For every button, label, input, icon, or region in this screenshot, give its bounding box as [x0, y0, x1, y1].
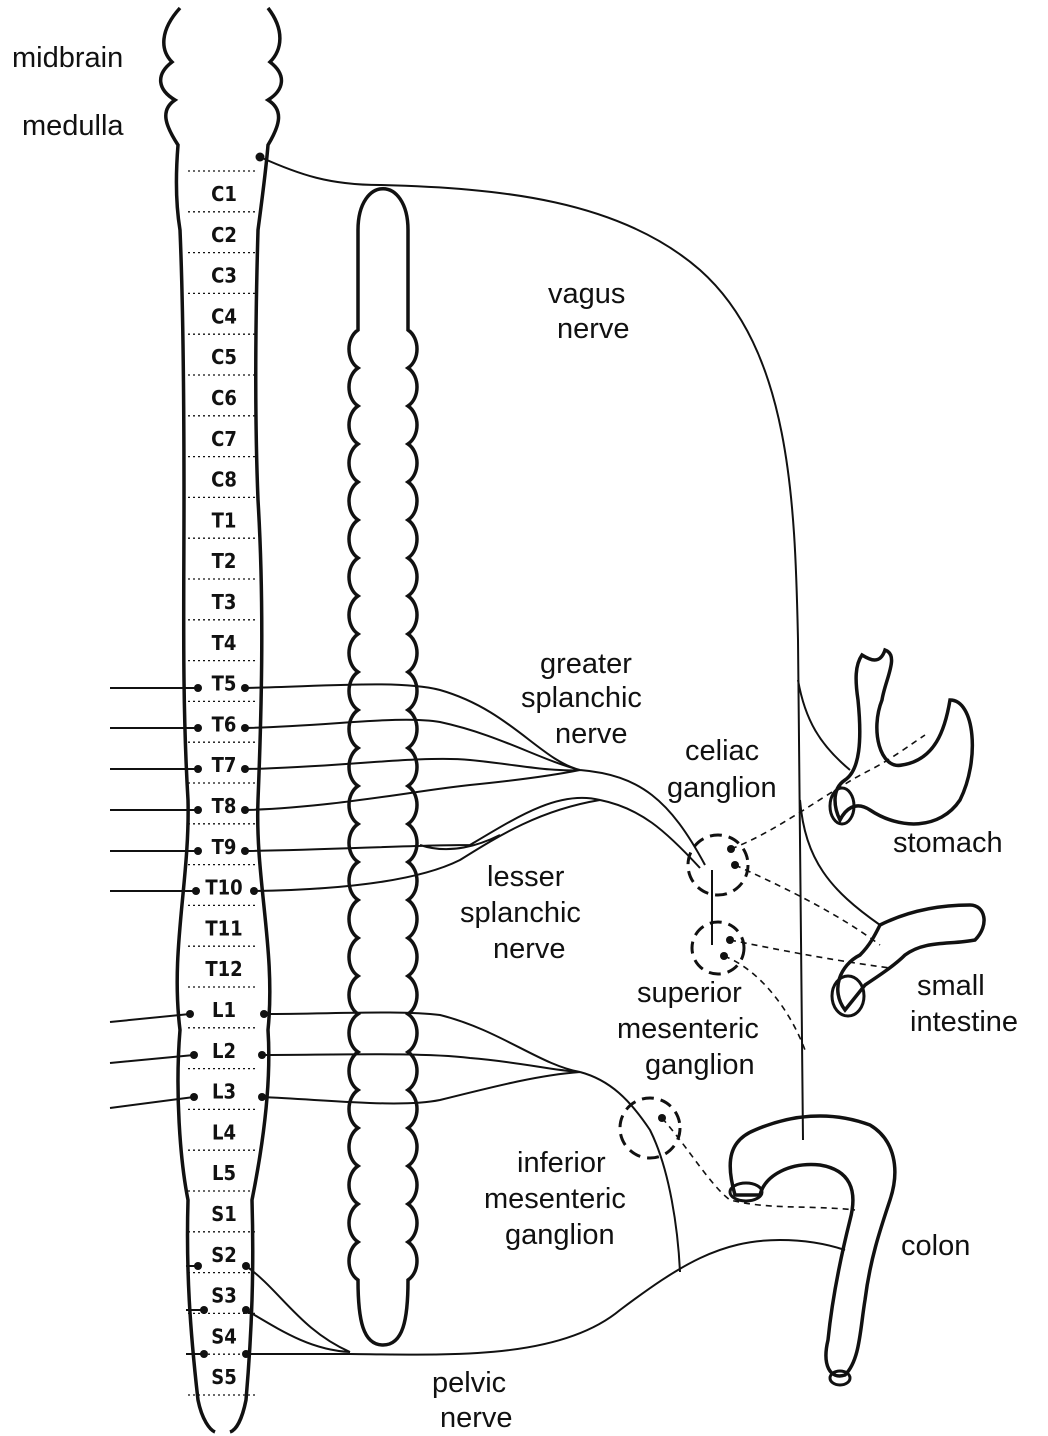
label-inferior-1: inferior — [517, 1147, 606, 1179]
segment-label-l2: L2 — [212, 1039, 236, 1063]
segment-label-c2: C2 — [211, 223, 237, 247]
segment-label-c1: C1 — [211, 182, 237, 206]
lumbar-splanchnic-paths — [262, 1012, 680, 1272]
label-vagus-1: vagus — [548, 278, 625, 310]
segment-label-c5: C5 — [211, 345, 237, 369]
sympathetic-chain — [349, 189, 417, 1345]
segment-label-l1: L1 — [212, 998, 236, 1022]
spinal-cord-left-outline — [161, 8, 215, 1432]
segment-label-s2: S2 — [211, 1243, 236, 1267]
segment-label-c7: C7 — [211, 427, 237, 451]
segment-label-t11: T11 — [205, 916, 242, 940]
thoracic-roots — [110, 684, 208, 1358]
label-small-1: small — [917, 970, 985, 1002]
segment-label-t2: T2 — [212, 549, 237, 573]
segment-label-c8: C8 — [211, 468, 237, 492]
label-vagus-2: nerve — [557, 313, 630, 345]
segment-label-t6: T6 — [212, 712, 237, 736]
label-superior-3: ganglion — [645, 1049, 755, 1081]
segment-label-t10: T10 — [205, 876, 242, 900]
label-greater-2: splanchic — [521, 682, 642, 714]
label-lesser-1: lesser — [487, 861, 565, 893]
label-superior-1: superior — [637, 977, 742, 1009]
labels: midbrain medulla vagus nerve greater spl… — [12, 42, 1018, 1434]
spinal-cord: C1C2C3C4C5C6C7C8T1T2T3T4T5T6T7T8T9T10T11… — [161, 8, 282, 1432]
vagus-branch-stomach — [798, 680, 850, 770]
label-medulla: medulla — [22, 110, 124, 142]
segment-labels: C1C2C3C4C5C6C7C8T1T2T3T4T5T6T7T8T9T10T11… — [205, 182, 242, 1389]
segment-label-l3: L3 — [212, 1080, 236, 1104]
root-dot — [190, 1051, 198, 1059]
label-celiac-2: ganglion — [667, 772, 777, 804]
label-pelvic-1: pelvic — [432, 1367, 506, 1399]
lesser-splanchnic-nerve — [245, 798, 700, 891]
root-dot — [200, 1350, 208, 1358]
segment-label-s5: S5 — [211, 1365, 236, 1389]
root-dot — [194, 724, 202, 732]
segment-label-l5: L5 — [212, 1161, 236, 1185]
segment-label-t1: T1 — [212, 508, 237, 532]
segment-label-c3: C3 — [211, 264, 237, 288]
segment-label-l4: L4 — [212, 1120, 236, 1144]
label-superior-2: mesenteric — [617, 1013, 759, 1045]
root-dot — [186, 1010, 194, 1018]
label-greater-3: nerve — [555, 718, 628, 750]
pelvic-nerve — [242, 1240, 845, 1358]
segment-label-t4: T4 — [212, 631, 237, 655]
label-celiac-1: celiac — [685, 735, 759, 767]
root-dot — [194, 847, 202, 855]
label-colon: colon — [901, 1230, 970, 1262]
root-dot — [194, 1262, 202, 1270]
superior-mesenteric-ganglion — [692, 922, 744, 974]
label-pelvic-2: nerve — [440, 1402, 513, 1434]
pelvic-nerve-path — [246, 1240, 845, 1355]
label-small-2: intestine — [910, 1006, 1018, 1038]
root-dot — [200, 1306, 208, 1314]
segment-label-t3: T3 — [212, 590, 237, 614]
segment-label-t8: T8 — [212, 794, 237, 818]
segment-label-c4: C4 — [211, 304, 237, 328]
colon-organ — [730, 1116, 895, 1385]
root-dot — [194, 806, 202, 814]
stomach-organ — [830, 650, 972, 824]
segment-label-s4: S4 — [211, 1324, 236, 1348]
label-inferior-3: ganglion — [505, 1219, 615, 1251]
label-stomach: stomach — [893, 827, 1003, 859]
label-lesser-3: nerve — [493, 933, 566, 965]
root-dot — [194, 684, 202, 692]
label-inferior-2: mesenteric — [484, 1183, 626, 1215]
root-dot — [190, 1093, 198, 1101]
root-dot — [192, 887, 200, 895]
label-midbrain: midbrain — [12, 42, 123, 74]
segment-label-c6: C6 — [211, 386, 237, 410]
root-dot — [194, 765, 202, 773]
label-lesser-2: splanchic — [460, 897, 581, 929]
segment-label-t7: T7 — [212, 753, 237, 777]
segment-label-t9: T9 — [212, 835, 237, 859]
lumbar-splanchnic-nerves — [258, 1010, 680, 1272]
segment-label-s1: S1 — [211, 1202, 236, 1226]
segment-label-t5: T5 — [212, 672, 237, 696]
label-greater-1: greater — [540, 648, 632, 680]
segment-label-t12: T12 — [205, 957, 242, 981]
spinal-cord-right-outline — [230, 8, 281, 1432]
segment-label-s3: S3 — [211, 1284, 236, 1308]
